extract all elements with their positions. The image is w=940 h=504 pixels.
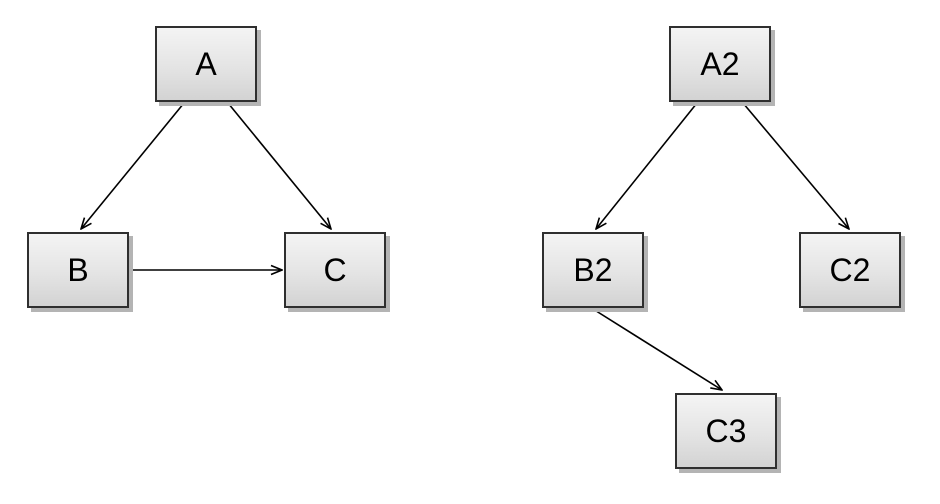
- node-A[interactable]: A: [155, 26, 257, 102]
- node-B2[interactable]: B2: [542, 232, 644, 308]
- node-C-label: C: [323, 251, 347, 288]
- node-B2-label: B2: [573, 251, 613, 288]
- node-C2[interactable]: C2: [799, 232, 901, 308]
- node-A2-label: A2: [700, 45, 740, 82]
- node-A-label: A: [195, 45, 217, 82]
- edge-B2-C3[interactable]: [592, 308, 722, 390]
- node-A2[interactable]: A2: [669, 26, 771, 102]
- node-C[interactable]: C: [284, 232, 386, 308]
- edge-A-B[interactable]: [81, 102, 185, 229]
- edge-A2-B2[interactable]: [596, 102, 698, 229]
- edge-A2-C2[interactable]: [742, 102, 849, 229]
- edge-A-C[interactable]: [227, 102, 331, 229]
- node-C3[interactable]: C3: [675, 393, 777, 469]
- node-B-label: B: [67, 251, 89, 288]
- node-B[interactable]: B: [27, 232, 129, 308]
- node-C2-label: C2: [829, 251, 871, 288]
- node-C3-label: C3: [705, 412, 747, 449]
